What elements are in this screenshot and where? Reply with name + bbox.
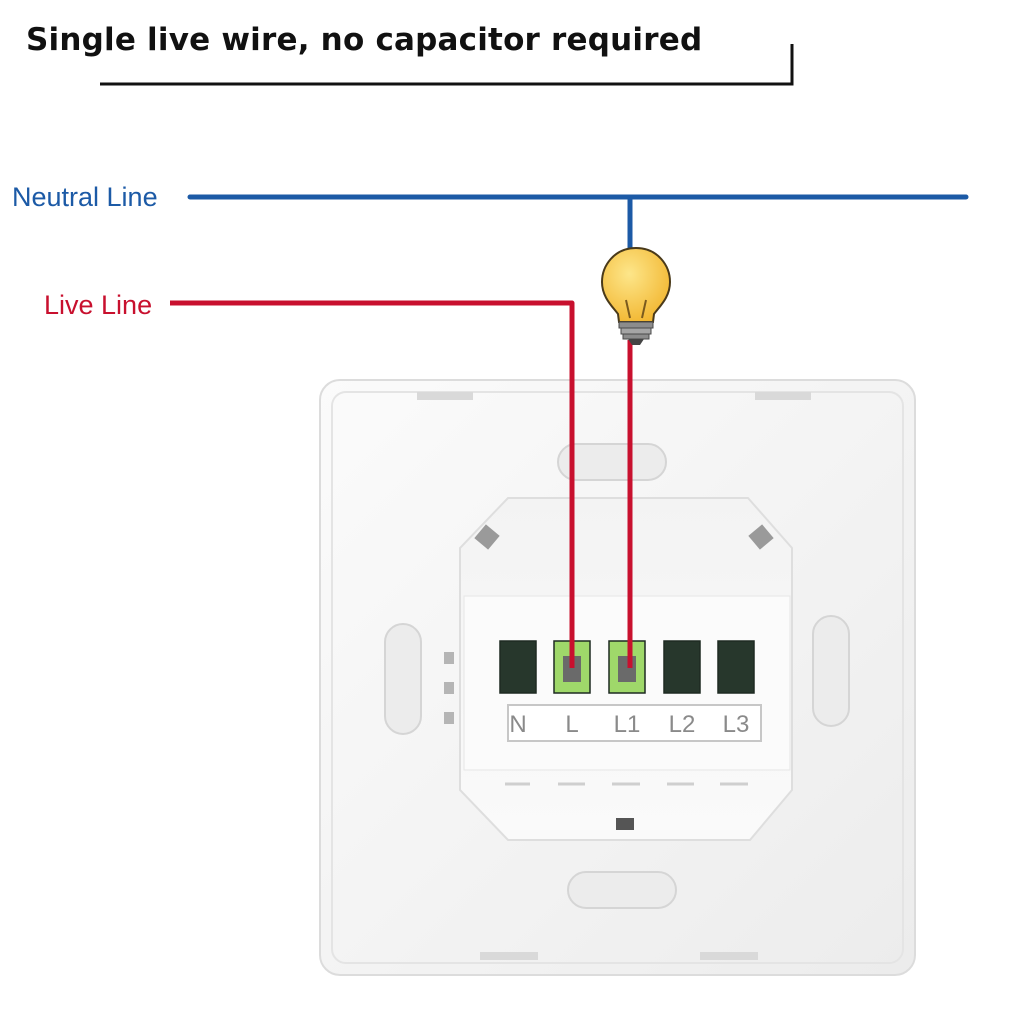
terminal-label: L2 — [669, 711, 696, 738]
terminal-l3-slot — [717, 640, 755, 694]
title-underline — [100, 44, 794, 86]
terminal-label: N — [509, 711, 526, 738]
neutral-line: Neutral Line — [12, 182, 969, 262]
terminal-label: L1 — [614, 711, 641, 738]
light-bulb-icon — [600, 246, 672, 345]
terminal-label: L3 — [723, 711, 750, 738]
diagram-title: Single live wire, no capacitor required — [26, 22, 703, 58]
terminal-l2-slot — [663, 640, 701, 694]
live-line: Live Line — [44, 290, 633, 668]
neutral-line-label: Neutral Line — [12, 182, 158, 212]
terminal-screw — [563, 656, 581, 682]
terminal-label: L — [565, 711, 578, 738]
live-line-label: Live Line — [44, 290, 152, 320]
terminal-n-slot — [499, 640, 537, 694]
terminal-screw — [618, 656, 636, 682]
